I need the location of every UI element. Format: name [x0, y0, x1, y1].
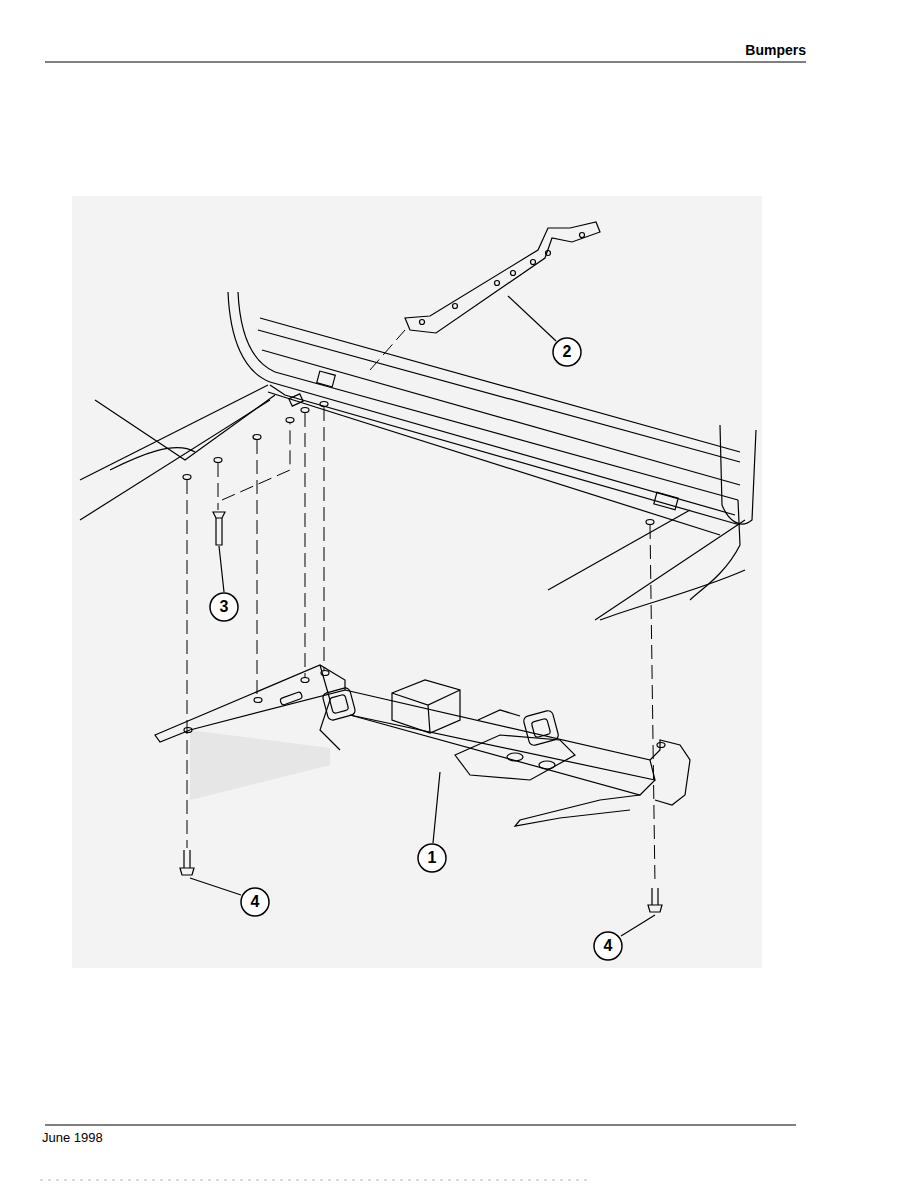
- callout-number: 2: [555, 342, 579, 362]
- callout-number: 3: [212, 597, 236, 617]
- callout-number: 1: [420, 848, 444, 868]
- date-footer: June 1998: [42, 1130, 103, 1145]
- callout-number: 4: [596, 936, 620, 956]
- callout-number: 4: [243, 892, 267, 912]
- page-header: Bumpers: [745, 42, 806, 58]
